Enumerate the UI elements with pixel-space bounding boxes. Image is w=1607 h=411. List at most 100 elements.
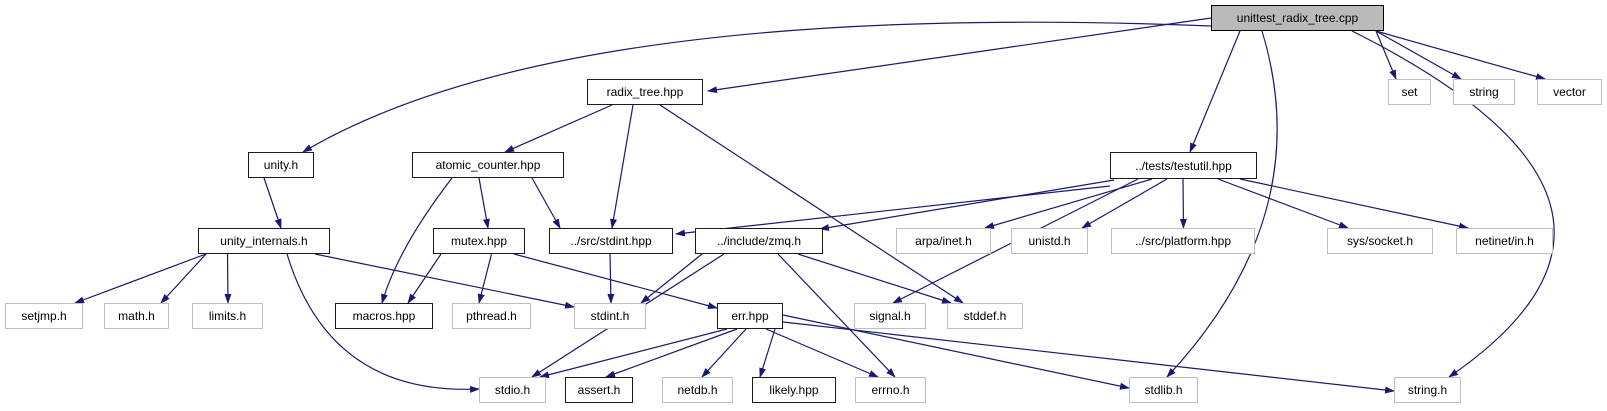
include-edge-unity-internals-h-to-stdio-h xyxy=(286,253,480,393)
graph-node-label: radix_tree.hpp xyxy=(606,85,684,99)
include-edge-unittest-radix-tree-cpp-to-string-h xyxy=(1351,30,1555,378)
graph-node-label: setjmp.h xyxy=(21,309,67,323)
graph-node-likely-hpp[interactable]: likely.hpp xyxy=(752,377,836,403)
graph-node-radix-tree-hpp[interactable]: radix_tree.hpp xyxy=(587,79,703,105)
graph-node-pthread-h: pthread.h xyxy=(452,303,531,329)
include-edge-err-hpp-to-likely-hpp xyxy=(759,328,776,378)
graph-node-limits-h: limits.h xyxy=(192,303,263,329)
include-edge-mutex-hpp-to-err-hpp xyxy=(513,253,718,310)
include-edge-tests-testutil-hpp-to-src-stdint-hpp xyxy=(675,185,1111,237)
graph-node-assert-h[interactable]: assert.h xyxy=(565,377,633,403)
graph-node-arpa-inet-h: arpa/inet.h xyxy=(896,228,991,254)
include-edge-radix-tree-hpp-to-src-stdint-hpp xyxy=(610,104,634,229)
graph-node-label: ../src/stdint.hpp xyxy=(570,234,652,248)
graph-node-errno-h: errno.h xyxy=(855,377,926,403)
graph-node-netinet-in-h: netinet/in.h xyxy=(1456,228,1553,254)
include-edge-tests-testutil-hpp-to-unistd-h xyxy=(1081,178,1168,229)
graph-node-label: netdb.h xyxy=(677,383,718,397)
graph-node-string: string xyxy=(1453,79,1515,105)
graph-node-label: mutex.hpp xyxy=(450,234,508,248)
graph-node-label: ../tests/testutil.hpp xyxy=(1135,158,1232,173)
include-edge-unittest-radix-tree-cpp-to-string xyxy=(1375,30,1462,80)
include-edge-unity-internals-h-to-math-h xyxy=(160,253,207,304)
graph-node-src-stdint-hpp[interactable]: ../src/stdint.hpp xyxy=(549,228,673,254)
graph-node-tests-testutil-hpp[interactable]: ../tests/testutil.hpp xyxy=(1110,152,1257,179)
include-edge-atomic-counter-hpp-to-src-stdint-hpp xyxy=(531,177,561,229)
graph-node-label: stdio.h xyxy=(494,383,531,397)
include-edge-err-hpp-to-assert-h xyxy=(605,328,738,378)
include-edge-atomic-counter-hpp-to-macros-hpp xyxy=(381,177,453,304)
graph-node-label: unity_internals.h xyxy=(220,234,308,248)
graph-node-netdb-h: netdb.h xyxy=(662,377,733,403)
include-edge-unittest-radix-tree-cpp-to-vector xyxy=(1375,30,1546,80)
include-edge-include-zmq-h-to-errno-h xyxy=(777,253,896,378)
graph-node-stddef-h: stddef.h xyxy=(947,303,1023,329)
include-edge-tests-testutil-hpp-to-src-platform-hpp xyxy=(1179,178,1187,229)
include-edge-unittest-radix-tree-cpp-to-stdlib-h xyxy=(1166,30,1278,378)
include-edge-err-hpp-to-stdlib-h xyxy=(782,314,1130,390)
graph-node-signal-h: signal.h xyxy=(854,303,926,329)
graph-node-stdio-h: stdio.h xyxy=(479,377,546,403)
graph-node-unity-h[interactable]: unity.h xyxy=(248,152,314,178)
include-edge-atomic-counter-hpp-to-mutex-hpp xyxy=(478,177,490,229)
graph-node-mutex-hpp[interactable]: mutex.hpp xyxy=(433,228,525,254)
graph-node-label: arpa/inet.h xyxy=(915,234,972,248)
graph-node-label: pthread.h xyxy=(466,309,517,323)
graph-node-macros-hpp[interactable]: macros.hpp xyxy=(335,303,433,329)
graph-node-include-zmq-h[interactable]: ../include/zmq.h xyxy=(695,228,823,254)
graph-node-src-platform-hpp: ../src/platform.hpp xyxy=(1111,228,1255,254)
graph-node-label: set xyxy=(1401,85,1418,99)
graph-node-label: macros.hpp xyxy=(352,309,416,323)
graph-node-label: string.h xyxy=(1407,383,1448,397)
graph-node-label: string xyxy=(1469,85,1499,99)
include-edge-err-hpp-to-stdio-h xyxy=(539,328,728,379)
include-edge-unity-internals-h-to-setjmp-h xyxy=(74,253,207,304)
include-edge-mutex-hpp-to-macros-hpp xyxy=(407,253,442,304)
graph-node-sys-socket-h: sys/socket.h xyxy=(1327,228,1433,254)
graph-node-unittest-radix-tree-cpp: unittest_radix_tree.cpp xyxy=(1211,5,1384,31)
graph-node-err-hpp[interactable]: err.hpp xyxy=(717,303,783,329)
include-edge-tests-testutil-hpp-to-include-zmq-h xyxy=(819,179,1115,231)
graph-node-label: err.hpp xyxy=(731,309,769,323)
include-edge-unittest-radix-tree-cpp-to-set xyxy=(1375,30,1397,80)
graph-node-label: unittest_radix_tree.cpp xyxy=(1236,11,1359,25)
graph-node-label: netinet/in.h xyxy=(1475,234,1534,248)
graph-node-atomic-counter-hpp[interactable]: atomic_counter.hpp xyxy=(412,152,564,178)
graph-node-label: stddef.h xyxy=(963,309,1007,323)
include-edge-src-stdint-hpp-to-stdint-h xyxy=(607,253,615,304)
graph-node-stdint-h: stdint.h xyxy=(574,303,646,329)
graph-node-label: ../src/platform.hpp xyxy=(1134,234,1232,248)
graph-node-label: errno.h xyxy=(871,383,910,397)
include-edge-radix-tree-hpp-to-stddef-h xyxy=(659,104,964,304)
graph-node-math-h: math.h xyxy=(104,303,169,329)
graph-node-unity-internals-h[interactable]: unity_internals.h xyxy=(198,228,330,254)
include-edge-include-zmq-h-to-stdint-h xyxy=(640,253,703,304)
graph-node-stdlib-h: stdlib.h xyxy=(1129,377,1198,403)
graph-node-label: signal.h xyxy=(869,309,911,323)
include-edge-unity-internals-h-to-stdint-h xyxy=(314,253,575,309)
graph-node-label: unistd.h xyxy=(1028,234,1071,248)
graph-node-label: unity.h xyxy=(263,158,299,172)
include-edge-err-hpp-to-errno-h xyxy=(765,328,879,378)
graph-node-set: set xyxy=(1388,79,1431,105)
graph-node-label: likely.hpp xyxy=(769,383,819,397)
include-edge-unity-internals-h-to-limits-h xyxy=(224,253,232,304)
include-edge-err-hpp-to-netdb-h xyxy=(701,328,747,378)
graph-node-label: ../include/zmq.h xyxy=(716,234,802,248)
graph-node-label: stdint.h xyxy=(590,309,630,323)
graph-node-label: assert.h xyxy=(577,383,621,397)
graph-node-vector: vector xyxy=(1537,79,1602,105)
include-edge-unittest-radix-tree-cpp-to-tests-testutil-hpp xyxy=(1189,30,1241,153)
include-edge-unity-h-to-unity-internals-h xyxy=(263,177,282,229)
graph-node-unistd-h: unistd.h xyxy=(1011,228,1088,254)
include-edge-tests-testutil-hpp-to-sys-socket-h xyxy=(1217,178,1349,229)
graph-node-label: vector xyxy=(1553,85,1586,99)
include-edge-radix-tree-hpp-to-atomic-counter-hpp xyxy=(504,104,613,153)
graph-node-label: atomic_counter.hpp xyxy=(435,158,541,172)
include-edge-include-zmq-h-to-stddef-h xyxy=(797,253,952,304)
graph-node-label: limits.h xyxy=(208,309,247,323)
include-edge-err-hpp-to-string-h xyxy=(782,321,1395,394)
include-edge-tests-testutil-hpp-to-netinet-in-h xyxy=(1239,178,1469,230)
